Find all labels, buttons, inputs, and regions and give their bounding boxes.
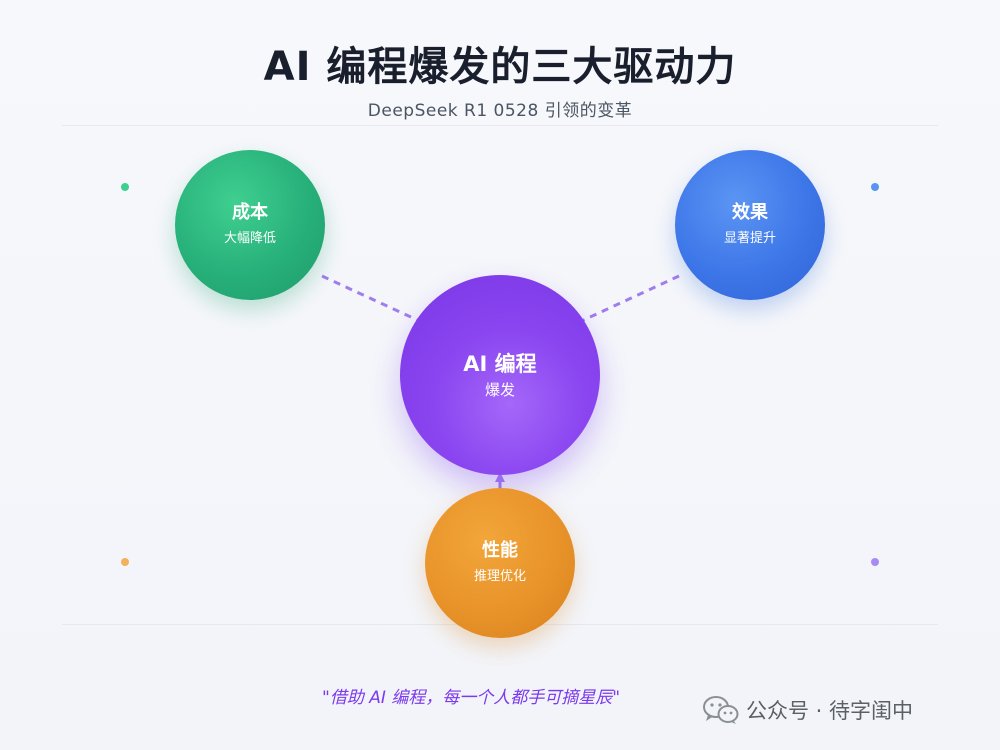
connector-effect-to-center — [571, 274, 680, 327]
wechat-icon — [703, 696, 739, 724]
node-performance: 性能 推理优化 — [425, 488, 575, 638]
decor-dot-top-right — [871, 183, 879, 191]
decor-dot-bottom-left — [121, 558, 129, 566]
decor-dot-top-left — [121, 183, 129, 191]
node-center: AI 编程 爆发 — [400, 275, 600, 475]
node-cost-subtitle: 大幅降低 — [223, 231, 276, 246]
decor-dot-bottom-right — [871, 558, 879, 566]
node-center-subtitle: 爆发 — [484, 381, 515, 399]
quote-text: "借助 AI 编程，每一个人都手可摘星辰" — [322, 688, 621, 708]
node-effect-title: 效果 — [732, 202, 768, 223]
node-cost-title: 成本 — [232, 202, 268, 223]
node-cost: 成本 大幅降低 — [175, 150, 325, 300]
node-effect-subtitle: 显著提升 — [723, 231, 776, 246]
connector-cost-to-center — [321, 274, 430, 327]
node-effect: 效果 显著提升 — [675, 150, 825, 300]
top-divider — [62, 125, 938, 126]
node-performance-title: 性能 — [482, 540, 518, 561]
page-title: AI 编程爆发的三大驱动力 — [263, 44, 737, 90]
node-center-title: AI 编程 — [463, 352, 537, 376]
watermark: 公众号 · 待字闺中 — [702, 695, 913, 725]
node-performance-subtitle: 推理优化 — [473, 569, 526, 584]
watermark-text: 公众号 · 待字闺中 — [746, 699, 914, 723]
page-subtitle: DeepSeek R1 0528 引领的变革 — [367, 101, 633, 121]
